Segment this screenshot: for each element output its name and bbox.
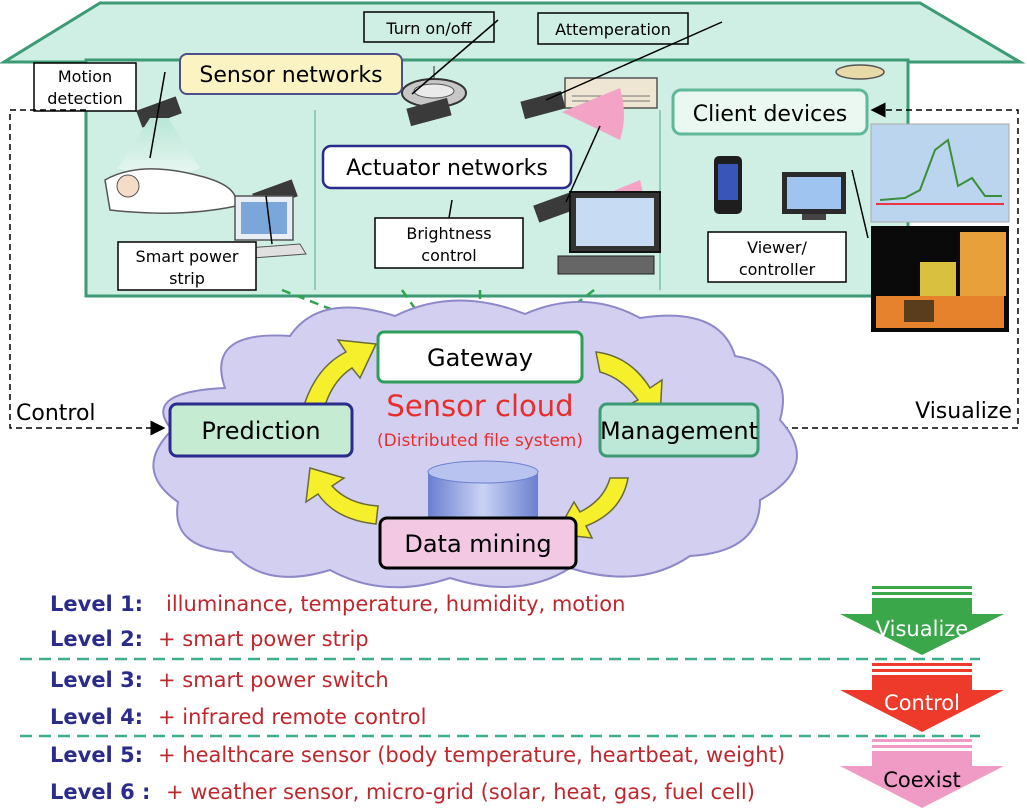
visualization-chart-thumbnail bbox=[870, 123, 1010, 223]
svg-text:Client devices: Client devices bbox=[693, 102, 847, 127]
level-row: Level 2: + smart power strip bbox=[50, 627, 369, 651]
smart-power-strip-label: Smart power strip bbox=[117, 241, 257, 291]
svg-text:Level 5:: Level 5: bbox=[50, 743, 143, 767]
house-roof bbox=[0, 1, 1026, 64]
svg-text:Level 6 :: Level 6 : bbox=[50, 780, 150, 804]
actuator-networks-label: Actuator networks bbox=[321, 144, 573, 190]
svg-text:Visualize: Visualize bbox=[876, 617, 968, 641]
level-row: Level 6 : + weather sensor, micro-grid (… bbox=[50, 780, 755, 804]
feedback-loop bbox=[9, 102, 1019, 436]
svg-text:Control: Control bbox=[884, 691, 960, 715]
svg-text:Motion: Motion bbox=[58, 67, 112, 86]
mobile-phone-icon bbox=[714, 156, 742, 214]
svg-text:control: control bbox=[421, 246, 476, 265]
svg-text:Coexist: Coexist bbox=[883, 768, 961, 792]
monitor-icon bbox=[782, 172, 846, 220]
svg-text:controller: controller bbox=[739, 260, 816, 279]
control-stage-arrow: Control bbox=[840, 663, 1004, 732]
floor-map-thumbnail bbox=[871, 226, 1009, 332]
level-row: Level 3: + smart power switch bbox=[50, 668, 389, 692]
motion-detection-label: Motion detection bbox=[33, 62, 137, 112]
client-devices-label: Client devices bbox=[671, 88, 869, 136]
data-mining-node: Data mining bbox=[378, 516, 578, 570]
sensor-cloud-title: Sensor cloud bbox=[386, 389, 573, 423]
ir-beam-icon bbox=[562, 88, 624, 140]
svg-text:Actuator networks: Actuator networks bbox=[346, 156, 548, 181]
brightness-control-label: Brightness control bbox=[374, 217, 524, 269]
svg-text:Data mining: Data mining bbox=[404, 530, 551, 558]
svg-text:Level 3:: Level 3: bbox=[50, 668, 143, 692]
svg-text:+ smart power strip: + smart power strip bbox=[158, 627, 369, 651]
level-list: Level 1: illuminance, temperature, humid… bbox=[50, 592, 785, 804]
level-row: Level 1: illuminance, temperature, humid… bbox=[50, 592, 625, 616]
svg-text:Gateway: Gateway bbox=[427, 344, 533, 372]
svg-text:+ weather sensor, micro-grid (: + weather sensor, micro-grid (solar, hea… bbox=[166, 780, 755, 804]
ceiling-light-icon bbox=[835, 64, 885, 80]
svg-text:Level 1:: Level 1: bbox=[50, 592, 143, 616]
viewer-controller-label: Viewer/ controller bbox=[707, 231, 847, 283]
television-icon bbox=[557, 191, 661, 275]
level-row: Level 4: + infrared remote control bbox=[50, 705, 426, 729]
svg-text:+ healthcare sensor (body temp: + healthcare sensor (body temperature, h… bbox=[158, 743, 785, 767]
svg-text:Smart power: Smart power bbox=[136, 247, 239, 266]
svg-text:Sensor networks: Sensor networks bbox=[199, 63, 382, 88]
visualize-stage-arrow: Visualize bbox=[840, 586, 1004, 655]
svg-text:Viewer/: Viewer/ bbox=[747, 238, 807, 257]
svg-text:Prediction: Prediction bbox=[201, 417, 320, 445]
motion-beam-icon bbox=[118, 118, 200, 176]
control-side-label: Control bbox=[16, 401, 96, 426]
svg-text:Turn on/off: Turn on/off bbox=[385, 19, 472, 38]
svg-text:Brightness: Brightness bbox=[406, 224, 491, 243]
svg-text:strip: strip bbox=[169, 269, 205, 288]
svg-text:+ infrared remote control: + infrared remote control bbox=[158, 705, 426, 729]
svg-text:Attemperation: Attemperation bbox=[555, 20, 671, 39]
level-row: Level 5: + healthcare sensor (body tempe… bbox=[50, 743, 785, 767]
prediction-node: Prediction bbox=[168, 402, 354, 458]
management-node: Management bbox=[598, 402, 760, 458]
svg-text:Level 2:: Level 2: bbox=[50, 627, 143, 651]
leader-lines bbox=[149, 19, 869, 245]
cycle-arrow-icon bbox=[305, 467, 379, 525]
attemperation-label: Attemperation bbox=[537, 12, 689, 45]
bed-person-icon bbox=[104, 168, 238, 214]
sensor-cloud-subtitle: (Distributed file system) bbox=[377, 431, 583, 451]
turn-on-off-label: Turn on/off bbox=[363, 11, 495, 43]
svg-text:+ smart power switch: + smart power switch bbox=[158, 668, 389, 692]
svg-text:illuminance, temperature, humi: illuminance, temperature, humidity, moti… bbox=[166, 592, 625, 616]
computer-icon bbox=[221, 195, 307, 261]
gateway-node: Gateway bbox=[376, 330, 584, 384]
sensor-networks-label: Sensor networks bbox=[179, 53, 403, 95]
cycle-arrow-icon bbox=[301, 339, 378, 417]
coexist-stage-arrow: Coexist bbox=[840, 739, 1004, 808]
visualize-side-label: Visualize bbox=[915, 399, 1012, 424]
svg-text:Level 4:: Level 4: bbox=[50, 705, 143, 729]
svg-text:Management: Management bbox=[600, 417, 758, 445]
svg-text:detection: detection bbox=[47, 89, 123, 108]
